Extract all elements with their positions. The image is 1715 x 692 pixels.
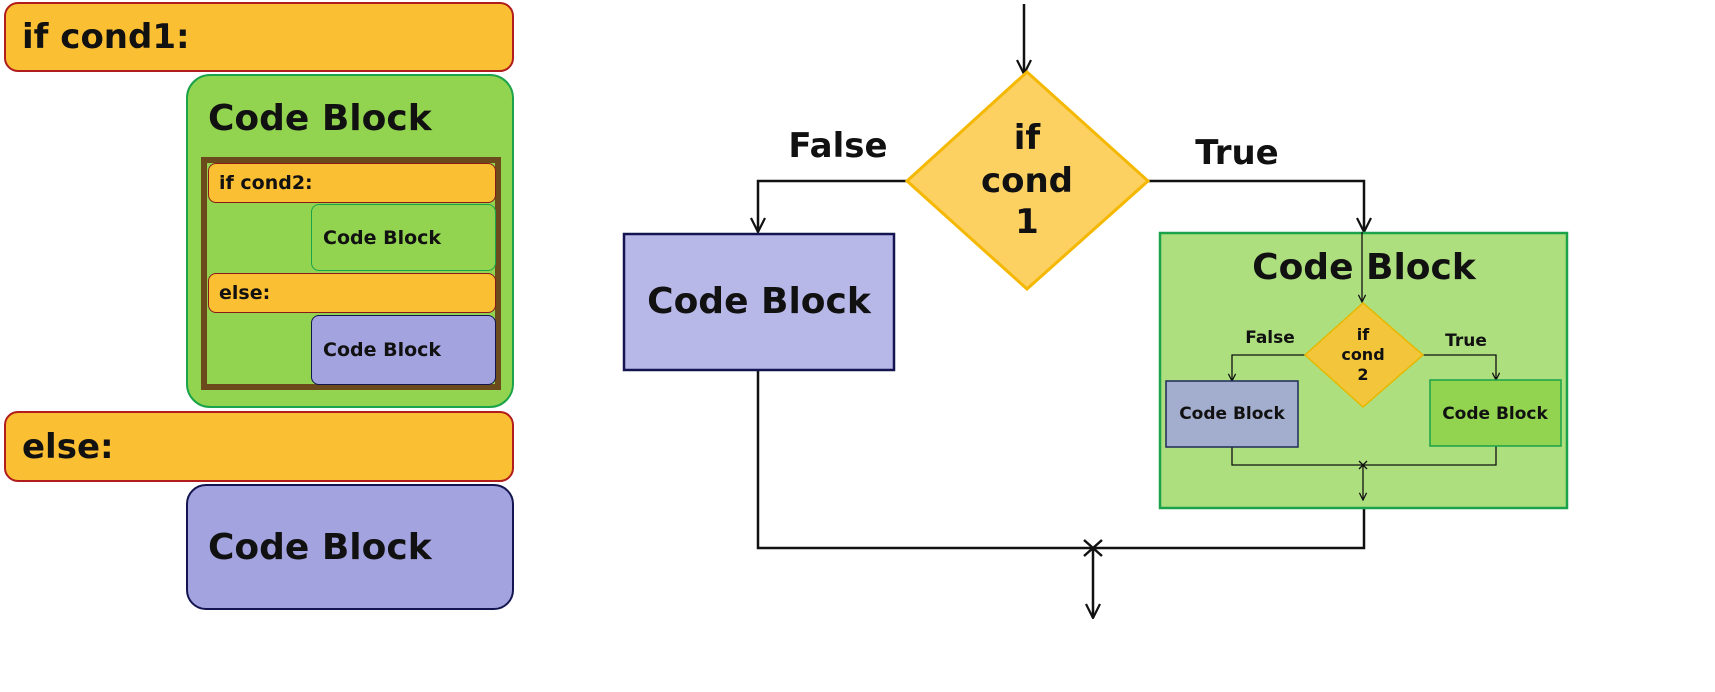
true-branch-arrow <box>1148 179 1364 232</box>
else-code-block-label: Code Block <box>208 526 432 568</box>
inner-true-code-block-label: Code Block <box>1442 404 1548 424</box>
if-cond2-bar: if cond2: <box>208 163 496 203</box>
inner-false-merge <box>1231 447 1363 466</box>
nested-if-frame <box>201 157 501 390</box>
cond1-line1: if <box>1014 118 1042 158</box>
false-code-block-label: Code Block <box>647 281 872 322</box>
inner-false-code-block-label: Code Block <box>1179 404 1285 424</box>
inner-true-arrow <box>1423 354 1496 380</box>
cond2-diamond <box>1303 302 1425 408</box>
nested-connectors <box>1232 232 1496 500</box>
main-connectors <box>758 4 1364 618</box>
cond2-line3: 2 <box>1357 365 1368 384</box>
else-outer-bar: else: <box>4 411 514 482</box>
else-inner-label: else: <box>219 282 271 304</box>
else-code-block: Code Block <box>186 484 514 610</box>
false-merge-line <box>756 370 1093 550</box>
else-inner-bar: else: <box>208 273 496 313</box>
cond2-line1: if <box>1357 325 1370 344</box>
inner-false-code-block <box>1165 380 1299 448</box>
if-cond1-bar: if cond1: <box>4 2 514 72</box>
false-label: False <box>788 126 887 166</box>
true-code-block-label: Code Block <box>1252 247 1477 288</box>
inner-true-merge <box>1363 446 1497 466</box>
inner-merge-cross-icon <box>1358 460 1368 470</box>
false-code-block <box>622 232 896 372</box>
cond1-diamond <box>904 69 1151 292</box>
if-cond2-label: if cond2: <box>219 172 313 194</box>
false-branch-arrow <box>758 179 907 232</box>
merge-cross-icon <box>1083 539 1103 557</box>
inner-false-code-block: Code Block <box>311 315 496 385</box>
outer-code-block-label: Code Block <box>208 98 432 139</box>
inner-true-code-block-label: Code Block <box>323 226 442 249</box>
if-cond1-label: if cond1: <box>22 17 190 57</box>
inner-false-arrow <box>1232 354 1305 381</box>
inner-true-code-block <box>1429 379 1562 447</box>
inner-false-code-block-label: Code Block <box>323 339 442 361</box>
inner-true-code-block: Code Block <box>311 204 496 271</box>
cond1-line2: cond <box>981 161 1073 201</box>
true-merge-line <box>1093 508 1366 550</box>
cond2-line2: cond <box>1341 345 1384 364</box>
true-label: True <box>1195 133 1279 173</box>
inner-true-label: True <box>1445 331 1487 351</box>
inner-false-label: False <box>1245 328 1295 348</box>
else-outer-label: else: <box>22 426 114 467</box>
cond1-line3: 1 <box>1015 202 1039 242</box>
